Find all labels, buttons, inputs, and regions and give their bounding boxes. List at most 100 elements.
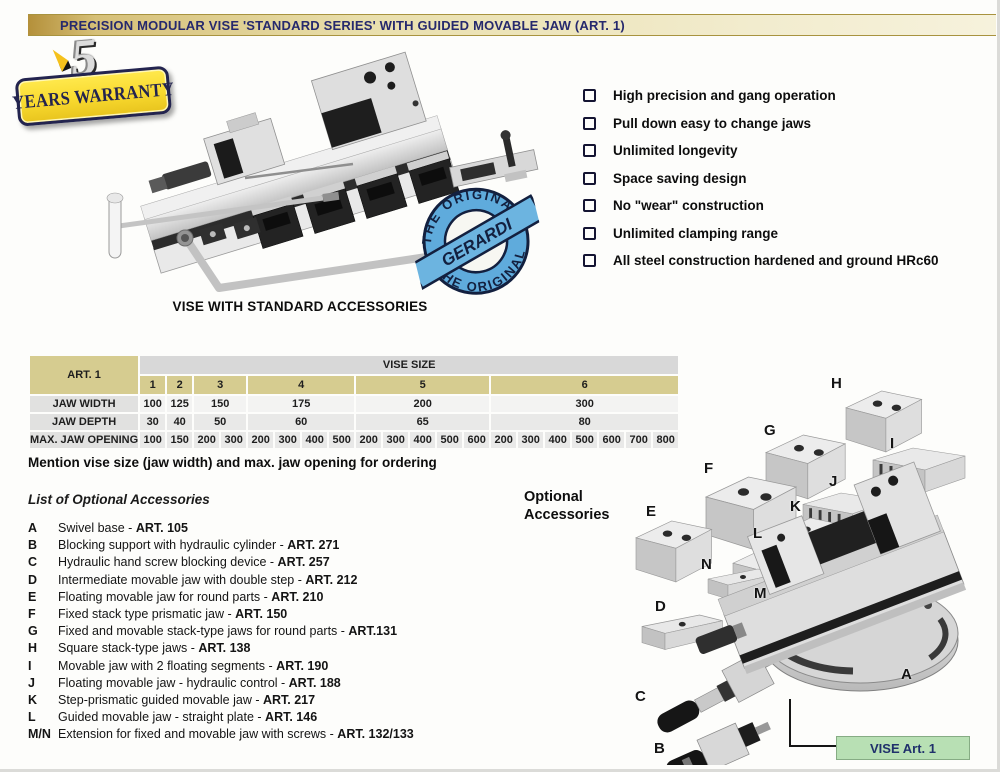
table-cell-max-jaw-opening: 100 bbox=[140, 432, 166, 448]
page-title-bar: PRECISION MODULAR VISE 'STANDARD SERIES'… bbox=[28, 14, 996, 36]
accessory-description: Fixed and movable stack-type jaws for ro… bbox=[58, 624, 398, 639]
accessory-description: Floating movable jaw for round parts - A… bbox=[58, 589, 324, 604]
feature-item: No "wear" construction bbox=[583, 198, 939, 213]
table-header-vise-size: VISE SIZE bbox=[140, 356, 679, 374]
table-cell-jaw-depth: 40 bbox=[167, 414, 193, 430]
feature-text: All steel construction hardened and grou… bbox=[613, 253, 939, 268]
table-cell-jaw-width: 150 bbox=[194, 396, 247, 412]
accessory-letter: J bbox=[28, 675, 35, 690]
table-row-label-jaw-width: JAW WIDTH bbox=[30, 396, 139, 412]
table-cell-max-jaw-opening: 400 bbox=[545, 432, 571, 448]
accessory-article-number: ART. 188 bbox=[288, 675, 341, 690]
table-cell-max-jaw-opening: 200 bbox=[194, 432, 220, 448]
page-title: PRECISION MODULAR VISE 'STANDARD SERIES'… bbox=[60, 17, 625, 33]
accessory-letter: G bbox=[28, 624, 38, 639]
feature-text: Unlimited longevity bbox=[613, 143, 738, 158]
accessory-article-number: ART. 217 bbox=[262, 693, 316, 708]
square-bullet-icon bbox=[583, 226, 596, 240]
table-size-number: 6 bbox=[491, 376, 679, 394]
accessory-letter: K bbox=[28, 693, 38, 708]
accessory-article-number: ART. 257 bbox=[277, 555, 330, 570]
accessory-article-number: ART. 190 bbox=[276, 658, 329, 673]
table-cell-max-jaw-opening: 500 bbox=[437, 432, 463, 448]
feature-text: Pull down easy to change jaws bbox=[613, 115, 812, 131]
accessories-illustration bbox=[635, 390, 967, 765]
t-handle-wrench-illustration bbox=[106, 191, 340, 259]
accessory-letter: L bbox=[28, 710, 36, 725]
table-cell-max-jaw-opening: 500 bbox=[572, 432, 598, 448]
square-bullet-icon bbox=[583, 116, 596, 130]
ordering-note: Mention vise size (jaw width) and max. j… bbox=[28, 455, 437, 470]
table-cell-max-jaw-opening: 200 bbox=[491, 432, 517, 448]
accessory-letter: I bbox=[28, 658, 32, 673]
feature-item: Pull down easy to change jaws bbox=[583, 116, 939, 131]
table-cell-max-jaw-opening: 500 bbox=[329, 432, 355, 448]
table-size-number: 3 bbox=[194, 376, 247, 394]
feature-item: Unlimited longevity bbox=[583, 143, 939, 158]
photo-caption: VISE WITH STANDARD ACCESSORIES bbox=[172, 299, 428, 314]
table-size-number: 5 bbox=[356, 376, 490, 394]
table-size-number: 4 bbox=[248, 376, 355, 394]
table-cell-max-jaw-opening: 300 bbox=[275, 432, 301, 448]
table-cell-jaw-depth: 80 bbox=[491, 414, 679, 430]
feature-text: High precision and gang operation bbox=[613, 88, 836, 103]
table-cell-max-jaw-opening: 600 bbox=[599, 432, 625, 448]
accessory-item: L Guided movable jaw - straight plate - A… bbox=[28, 709, 414, 726]
accessory-article-number: ART. 105 bbox=[135, 521, 188, 535]
feature-text: Unlimited clamping range bbox=[613, 225, 779, 241]
table-cell-jaw-depth: 60 bbox=[248, 414, 355, 430]
square-bullet-icon bbox=[583, 171, 596, 185]
vise-tag-connector-horizontal bbox=[789, 745, 837, 747]
scan-edge-bottom bbox=[0, 769, 1000, 772]
accessory-description: Step-prismatic guided movable jaw - ART.… bbox=[58, 693, 316, 708]
accessory-article-number: ART. 271 bbox=[287, 538, 340, 553]
accessory-article-number: ART. 212 bbox=[305, 572, 358, 587]
accessory-item: G Fixed and movable stack-type jaws for r… bbox=[28, 623, 414, 640]
table-cell-max-jaw-opening: 800 bbox=[653, 432, 679, 448]
accessory-article-number: ART. 138 bbox=[198, 641, 251, 656]
table-corner-art1: ART. 1 bbox=[30, 356, 139, 394]
part-label-d: D bbox=[655, 598, 666, 615]
accessory-description: Guided movable jaw - straight plate - AR… bbox=[58, 710, 318, 725]
feature-item: High precision and gang operation bbox=[583, 88, 939, 103]
accessory-letter: B bbox=[28, 538, 38, 553]
table-cell-max-jaw-opening: 400 bbox=[302, 432, 328, 448]
table-cell-jaw-width: 200 bbox=[356, 396, 490, 412]
accessory-description: Swivel base - ART. 105 bbox=[58, 521, 188, 535]
accessory-description: Extension for fixed and movable jaw with… bbox=[58, 727, 414, 742]
part-label-a: A bbox=[901, 666, 912, 683]
vise-art-tag: VISE Art. 1 bbox=[836, 736, 970, 760]
accessory-description: Blocking support with hydraulic cylinder… bbox=[58, 538, 340, 553]
vise-product-photo bbox=[106, 51, 539, 292]
square-bullet-icon bbox=[583, 89, 596, 102]
badge-ribbon-accent bbox=[52, 45, 72, 72]
accessory-description: Floating movable jaw - hydraulic control… bbox=[58, 675, 341, 690]
accessory-description: Intermediate movable jaw with double ste… bbox=[58, 572, 358, 587]
feature-item: Unlimited clamping range bbox=[583, 226, 939, 241]
table-cell-max-jaw-opening: 400 bbox=[410, 432, 436, 448]
part-label-k: K bbox=[790, 498, 801, 515]
accessories-list-heading: List of Optional Accessories bbox=[28, 492, 210, 507]
square-bullet-icon bbox=[583, 199, 596, 212]
part-label-n: N bbox=[701, 556, 712, 573]
accessory-item: J Floating movable jaw - hydraulic contro… bbox=[28, 675, 414, 692]
table-cell-max-jaw-opening: 200 bbox=[248, 432, 274, 448]
table-cell-jaw-depth: 65 bbox=[356, 414, 490, 430]
scan-edge-right bbox=[997, 0, 1000, 772]
clamp-nuts-illustration bbox=[199, 216, 261, 246]
part-label-l: L bbox=[753, 525, 763, 542]
table-size-number: 1 bbox=[140, 376, 166, 394]
accessory-letter: H bbox=[28, 641, 38, 656]
accessory-description: Fixed stack type prismatic jaw - ART. 15… bbox=[58, 607, 288, 622]
part-label-j: J bbox=[829, 473, 838, 490]
part-label-i: I bbox=[890, 435, 895, 452]
